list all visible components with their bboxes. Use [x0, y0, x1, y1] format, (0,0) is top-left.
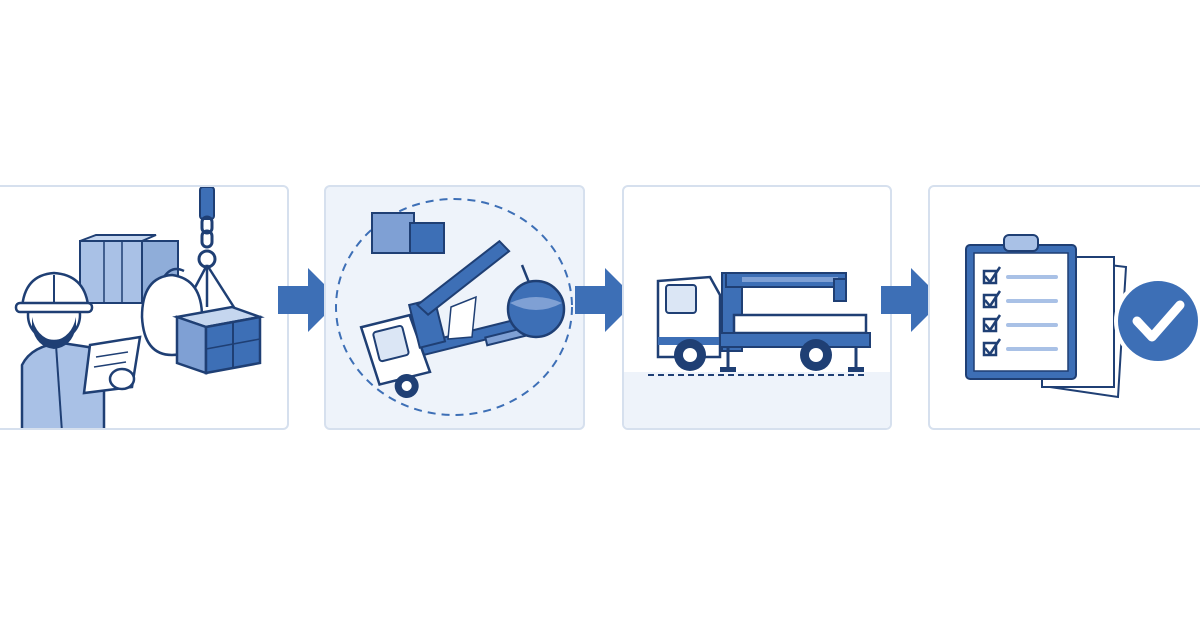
crane-lift-planning-icon	[335, 198, 573, 416]
arrow-right-icon	[881, 268, 943, 332]
step-1-panel	[0, 185, 289, 430]
crane-truck-icon	[624, 272, 890, 428]
arrow-right-icon	[278, 268, 340, 332]
step-3-panel	[622, 185, 892, 430]
worker-inspecting-load-icon	[14, 187, 265, 428]
arrow-right-icon	[575, 268, 637, 332]
checklist-approved-icon	[965, 234, 1200, 399]
step-2-panel	[324, 185, 585, 430]
step-4-panel	[928, 185, 1200, 430]
